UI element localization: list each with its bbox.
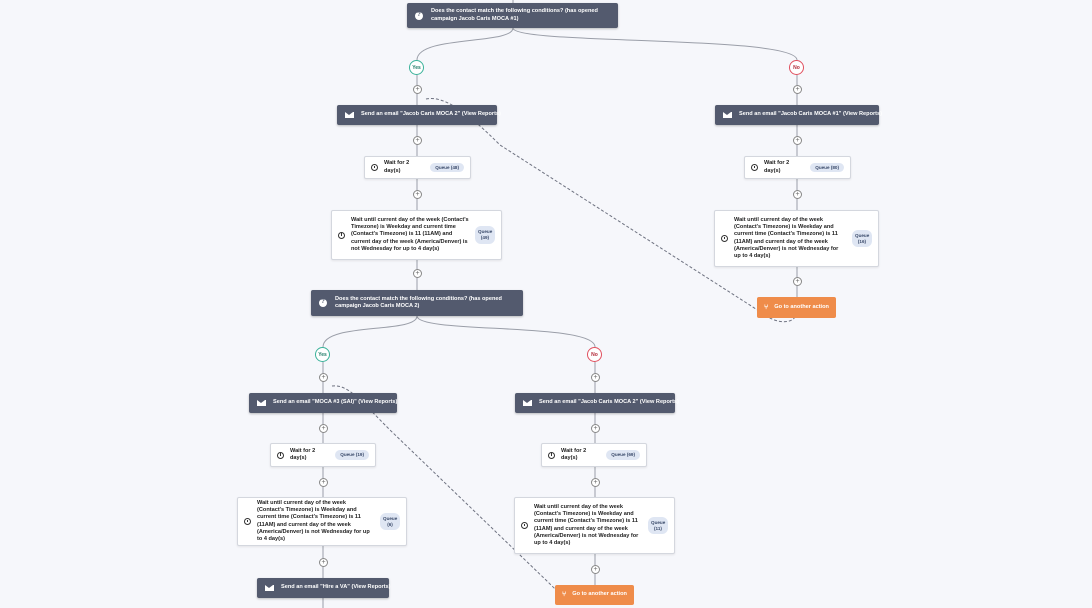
clock-icon — [277, 451, 284, 459]
envelope-icon — [265, 585, 274, 591]
queue-badge[interactable]: Queue (6) — [380, 512, 400, 531]
queue-badge[interactable]: Queue (19) — [335, 450, 369, 460]
queue-badge[interactable]: Queue (48) — [430, 162, 464, 173]
queue-badge[interactable]: Queue (16) — [852, 229, 872, 248]
add-step-button[interactable]: + — [793, 277, 802, 286]
branch-icon: ⑂ — [764, 303, 769, 311]
add-step-button[interactable]: + — [413, 136, 422, 145]
queue-badge[interactable]: Queue (49) — [475, 226, 495, 244]
yes-branch-label: Yes — [315, 347, 330, 362]
add-step-button[interactable]: + — [319, 558, 328, 567]
clock-icon — [548, 451, 555, 459]
go-to-action-node[interactable]: ⑂ Go to another action — [555, 585, 634, 605]
envelope-icon — [345, 112, 354, 118]
add-step-button[interactable]: + — [319, 478, 328, 487]
add-step-button[interactable]: + — [591, 565, 600, 574]
condition-node-2[interactable]: ? Does the contact match the following c… — [311, 290, 523, 316]
add-step-button[interactable]: + — [793, 136, 802, 145]
queue-badge[interactable]: Queue (69) — [606, 450, 640, 460]
add-step-button[interactable]: + — [591, 424, 600, 433]
envelope-icon — [523, 400, 532, 406]
wait-until-node[interactable]: Wait until current day of the week (Cont… — [714, 210, 879, 267]
send-email-node[interactable]: Send an email "Hire a VA" (View Reports) — [257, 578, 391, 598]
go-to-action-node[interactable]: ⑂ Go to another action — [757, 297, 836, 318]
question-icon: ? — [415, 11, 423, 20]
question-icon: ? — [319, 299, 327, 307]
no-branch-label: No — [789, 60, 804, 75]
wait-until-node[interactable]: Wait until current day of the week (Cont… — [331, 210, 502, 260]
wait-node[interactable]: Wait for 2 day(s) Queue (69) — [541, 443, 647, 467]
send-email-node[interactable]: Send an email "Jacob Caris MOCA #1" (Vie… — [715, 105, 882, 125]
clock-icon — [751, 164, 758, 171]
clock-icon — [338, 231, 345, 239]
queue-badge[interactable]: Queue (80) — [810, 162, 844, 173]
clock-icon — [521, 522, 528, 529]
envelope-icon — [257, 400, 266, 406]
clock-icon — [244, 518, 251, 525]
add-step-button[interactable]: + — [591, 478, 600, 487]
condition-node-1[interactable]: ? Does the contact match the following c… — [407, 3, 618, 28]
condition-text: Does the contact match the following con… — [335, 295, 502, 309]
queue-badge[interactable]: Queue (11) — [648, 516, 668, 535]
condition-text: Does the contact match the following con… — [431, 8, 598, 22]
add-step-button[interactable]: + — [793, 85, 802, 94]
add-step-button[interactable]: + — [591, 373, 600, 382]
wait-until-node[interactable]: Wait until current day of the week (Cont… — [237, 497, 407, 546]
branch-icon: ⑂ — [562, 591, 567, 599]
send-email-node[interactable]: Send an email "Jacob Caris MOCA 2" (View… — [515, 393, 679, 413]
clock-icon — [721, 235, 728, 242]
yes-branch-label: Yes — [409, 60, 424, 75]
add-step-button[interactable]: + — [413, 190, 422, 199]
no-branch-label: No — [587, 347, 602, 362]
add-step-button[interactable]: + — [793, 190, 802, 199]
send-email-node[interactable]: Send an email "Jacob Caris MOCA 2" (View… — [337, 105, 501, 125]
add-step-button[interactable]: + — [319, 424, 328, 433]
add-step-button[interactable]: + — [319, 373, 328, 382]
add-step-button[interactable]: + — [413, 85, 422, 94]
add-step-button[interactable]: + — [413, 269, 422, 278]
wait-node[interactable]: Wait for 2 day(s) Queue (48) — [364, 156, 471, 179]
wait-until-node[interactable]: Wait until current day of the week (Cont… — [514, 497, 675, 554]
wait-node[interactable]: Wait for 2 day(s) Queue (19) — [270, 443, 376, 467]
clock-icon — [371, 164, 378, 171]
send-email-node[interactable]: Send an email "MOCA #3 (SAI)" (View Repo… — [249, 393, 397, 413]
wait-node[interactable]: Wait for 2 day(s) Queue (80) — [744, 156, 851, 179]
envelope-icon — [723, 112, 732, 118]
